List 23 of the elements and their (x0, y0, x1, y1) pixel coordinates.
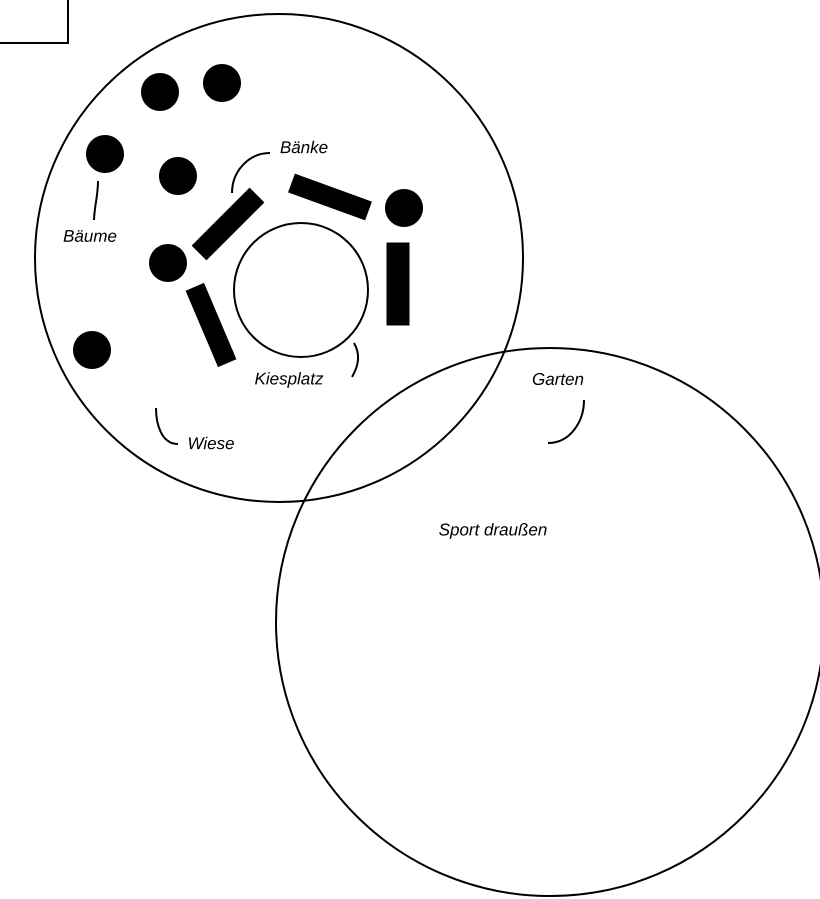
area-label: Kiesplatz (255, 372, 324, 388)
circle-region (34, 13, 524, 503)
area-label: Wiese (188, 436, 234, 450)
area-label: Bäume (64, 230, 116, 242)
tree-dot (385, 189, 423, 227)
bench-bar (288, 174, 372, 220)
tree-dot (159, 157, 197, 195)
bench-bar (192, 188, 264, 260)
leader-line (548, 400, 585, 444)
tree-dot (149, 244, 187, 282)
tree-dot (86, 135, 124, 173)
area-label: Bänke (280, 140, 328, 154)
leader-line (155, 408, 178, 445)
area-label: Garten (532, 372, 584, 386)
tree-dot (73, 331, 111, 369)
bench-bar (186, 282, 236, 368)
leader-line (351, 342, 360, 378)
leader-line (231, 152, 270, 194)
leader-line (93, 180, 99, 220)
tree-dot (141, 73, 179, 111)
tree-dot (203, 64, 241, 102)
bench-bar (386, 242, 410, 326)
circle-region (233, 222, 369, 358)
